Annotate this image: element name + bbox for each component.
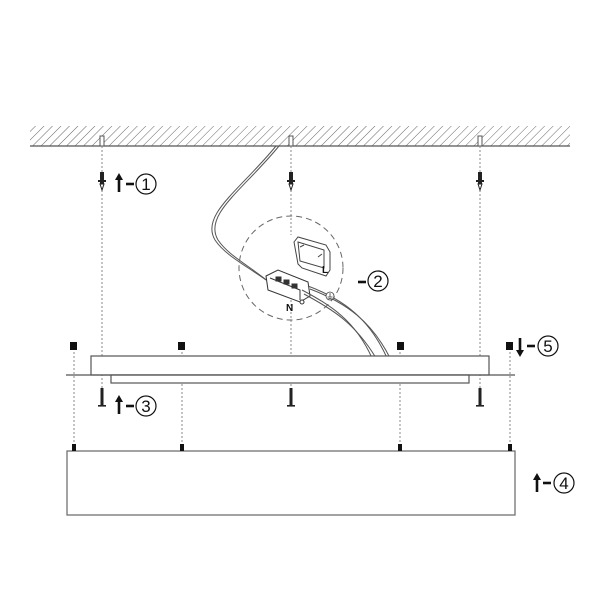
step-2-callout: 2: [358, 270, 389, 292]
arrow-down-icon: [514, 336, 526, 359]
step-1-number: 1: [141, 175, 150, 194]
step-4-callout: 4: [531, 471, 575, 494]
step-5-callout: 5: [514, 335, 559, 359]
step-1-callout: 1: [113, 171, 157, 195]
step-number-circle: [537, 335, 559, 357]
arrow-up-icon: [113, 171, 125, 194]
ceiling: [30, 126, 570, 147]
mains-cable: [211, 145, 280, 283]
step-number-circle: [367, 270, 389, 292]
step-3-number: 3: [141, 397, 150, 416]
mounting-frame: [66, 355, 515, 384]
step-2-number: 2: [373, 272, 382, 291]
clip-markers: [70, 342, 513, 350]
terminal-block: [265, 269, 311, 305]
live-label: L: [322, 265, 328, 276]
step-4-number: 4: [559, 474, 568, 493]
light-panel: [66, 444, 516, 516]
arrow-up-icon: [113, 393, 125, 416]
neutral-label: N: [286, 303, 293, 314]
terminal-cover: [293, 236, 331, 277]
step-number-circle: [135, 173, 157, 195]
panel-wires: [301, 285, 391, 359]
step-number-circle: [135, 395, 157, 417]
step-3-callout: 3: [113, 393, 157, 417]
ground-icon: [325, 291, 335, 301]
detail-callout-circle: [238, 215, 344, 321]
step-5-number: 5: [543, 337, 552, 356]
arrow-up-icon: [531, 471, 543, 494]
step-number-circle: [553, 472, 575, 494]
